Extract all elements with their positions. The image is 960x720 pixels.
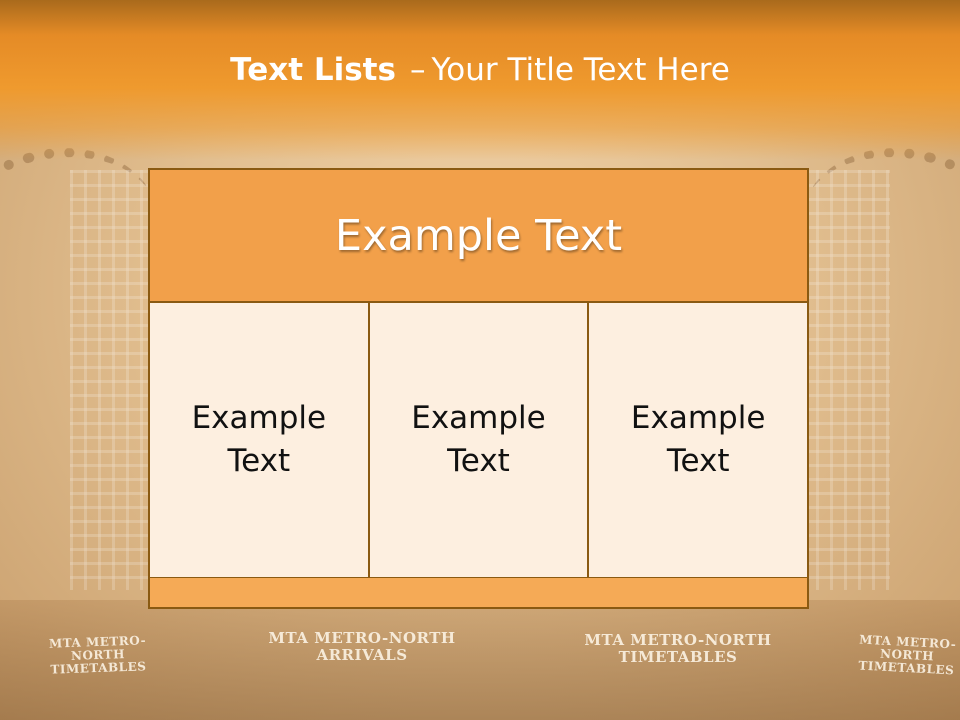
background-sign: MTA METRO-NORTH TIMETABLES bbox=[27, 633, 168, 678]
diagram-cell: Example Text bbox=[150, 303, 368, 577]
diagram-cell-text: Example Text bbox=[191, 399, 327, 479]
background-sign: MTA METRO-NORTH TIMETABLES bbox=[578, 632, 778, 665]
title-bold: Text Lists bbox=[230, 52, 396, 88]
slide-title: Text Lists–Your Title Text Here bbox=[0, 52, 960, 88]
text-list-diagram: Example Text Example Text Example Text E… bbox=[148, 168, 809, 609]
background-sign: MTA METRO-NORTH TIMETABLES bbox=[851, 632, 960, 678]
sign-line: MTA METRO-NORTH bbox=[584, 631, 772, 649]
sign-line: MTA METRO-NORTH bbox=[268, 629, 456, 647]
title-band: Text Lists–Your Title Text Here bbox=[0, 0, 960, 160]
diagram-cell-text: Example Text bbox=[411, 399, 546, 479]
sign-line: TIMETABLES bbox=[618, 647, 738, 666]
sign-line: ARRIVALS bbox=[316, 645, 408, 664]
diagram-header-cell: Example Text bbox=[150, 170, 807, 303]
diagram-header-text: Example Text bbox=[334, 210, 623, 261]
diagram-cell: Example Text bbox=[587, 303, 808, 577]
diagram-row: Example Text Example Text Example Text bbox=[150, 303, 808, 579]
diagram-cell-text: Example Text bbox=[630, 399, 766, 479]
title-rest: Your Title Text Here bbox=[431, 52, 730, 88]
diagram-footer-bar bbox=[150, 578, 807, 607]
floor-shadow bbox=[0, 600, 960, 720]
diagram-cell: Example Text bbox=[367, 303, 588, 577]
background-sign: MTA METRO-NORTH ARRIVALS bbox=[262, 630, 462, 663]
title-dash: – bbox=[409, 52, 426, 88]
